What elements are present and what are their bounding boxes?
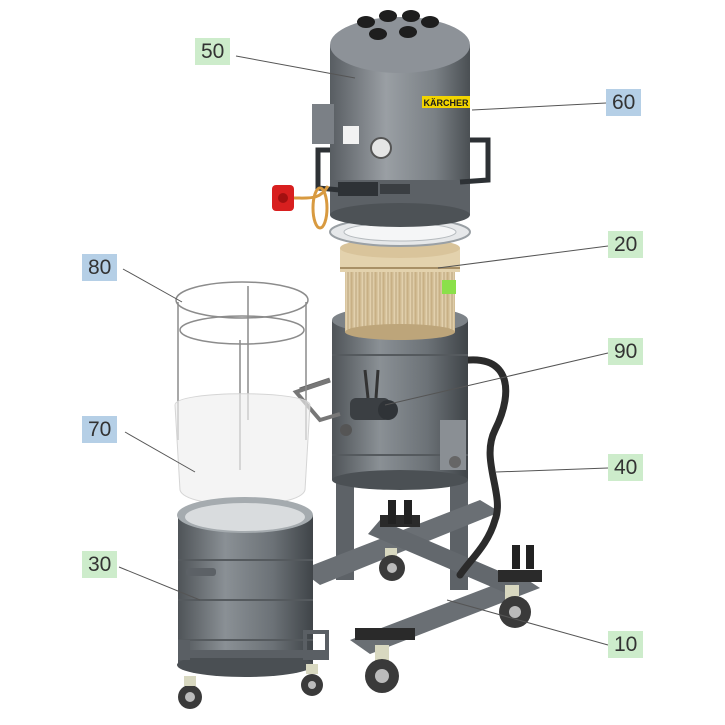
callout-20: 20 bbox=[608, 231, 644, 258]
leader-line-20 bbox=[437, 245, 609, 269]
callout-40: 40 bbox=[608, 454, 644, 481]
leader-line-90 bbox=[384, 352, 609, 406]
leader-lines bbox=[118, 55, 609, 646]
drum-wheel-icon bbox=[178, 664, 323, 709]
callout-50: 50 bbox=[195, 38, 231, 65]
leader-line-50 bbox=[235, 55, 356, 79]
leader-line-60 bbox=[471, 102, 607, 111]
callout-80: 80 bbox=[82, 254, 118, 281]
filter-knob-icon bbox=[357, 10, 439, 40]
callout-90: 90 bbox=[608, 338, 644, 365]
leader-line-70 bbox=[124, 431, 196, 473]
hose bbox=[451, 356, 510, 579]
power-plug-icon bbox=[272, 185, 330, 230]
filter-cartridge bbox=[329, 217, 471, 340]
leader-line-30 bbox=[118, 566, 201, 601]
suction-inlet bbox=[340, 369, 398, 436]
svg-text:KÄRCHER: KÄRCHER bbox=[424, 98, 470, 108]
leader-line-10 bbox=[446, 599, 609, 646]
motor-head bbox=[312, 17, 491, 227]
callout-70: 70 bbox=[82, 416, 118, 443]
callout-60: 60 bbox=[606, 89, 642, 116]
brand-logo: KÄRCHER bbox=[422, 96, 470, 108]
chassis bbox=[300, 420, 542, 654]
leader-line-80 bbox=[122, 268, 183, 303]
callout-30: 30 bbox=[82, 551, 118, 578]
wheel-icon bbox=[365, 548, 531, 693]
collection-drum bbox=[177, 497, 329, 677]
clear-liner-bag bbox=[174, 393, 311, 506]
leader-line-40 bbox=[495, 467, 609, 473]
callout-10: 10 bbox=[608, 631, 644, 658]
